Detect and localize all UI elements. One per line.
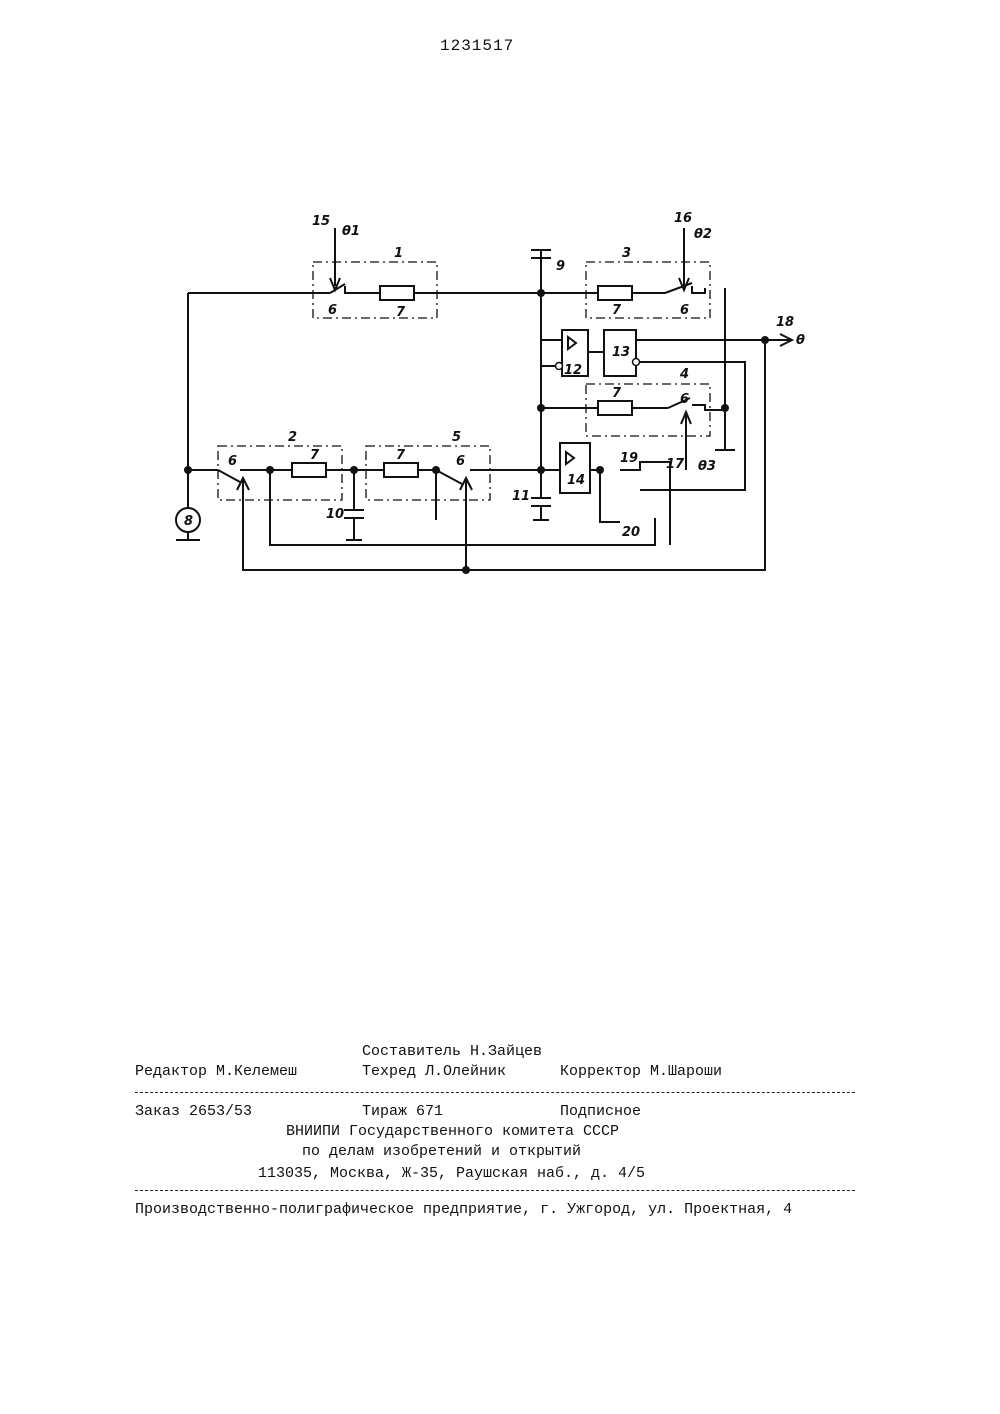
svg-text:18: 18: [776, 315, 794, 330]
svg-text:20: 20: [622, 525, 640, 540]
resistor-block-4: [598, 401, 632, 415]
svg-text:7: 7: [612, 386, 622, 401]
svg-text:7: 7: [396, 305, 406, 320]
svg-text:7: 7: [612, 303, 622, 318]
resistor-block-1: [380, 286, 414, 300]
label-block-5: 5: [452, 430, 461, 445]
circuit-diagram: 1 2 3 4 5 6 6 6 6 6 7 7 7 7 7 8 9 10 11 …: [0, 0, 1000, 700]
svg-text:θ3: θ3: [698, 459, 716, 474]
order: Заказ 2653/53: [135, 1103, 252, 1120]
svg-text:19: 19: [620, 451, 638, 466]
capacitor-11: [531, 498, 551, 520]
svg-text:15: 15: [312, 214, 330, 229]
label-block-2: 2: [288, 430, 297, 445]
svg-text:7: 7: [396, 448, 406, 463]
label-source-8: 8: [184, 514, 193, 529]
svg-text:θ2: θ2: [694, 227, 712, 242]
corrector: Корректор М.Шароши: [560, 1063, 722, 1080]
subscription: Подписное: [560, 1103, 641, 1120]
techred: Техред Л.Олейник: [362, 1063, 506, 1080]
svg-text:6: 6: [456, 454, 465, 469]
org-line-1: ВНИИПИ Государственного комитета СССР: [286, 1123, 619, 1140]
svg-text:10: 10: [326, 507, 344, 522]
svg-text:9: 9: [556, 259, 565, 274]
resistor-block-2: [292, 463, 326, 477]
svg-text:14: 14: [567, 473, 585, 488]
svg-text:6: 6: [228, 454, 237, 469]
svg-text:θ: θ: [796, 333, 805, 348]
svg-text:6: 6: [328, 303, 337, 318]
svg-text:7: 7: [310, 448, 320, 463]
svg-text:6: 6: [680, 303, 689, 318]
svg-text:13: 13: [612, 345, 630, 360]
address: 113035, Москва, Ж-35, Раушская наб., д. …: [258, 1165, 645, 1182]
org-line-2: по делам изобретений и открытий: [302, 1143, 581, 1160]
compiler: Составитель Н.Зайцев: [362, 1043, 542, 1060]
capacitor-10: [344, 510, 364, 540]
svg-text:6: 6: [680, 392, 689, 407]
circulation: Тираж 671: [362, 1103, 443, 1120]
resistor-block-5: [384, 463, 418, 477]
svg-text:θ1: θ1: [342, 224, 360, 239]
divider-2: [135, 1190, 855, 1191]
label-block-1: 1: [394, 246, 403, 261]
label-block-4: 4: [679, 367, 689, 382]
svg-text:11: 11: [512, 489, 530, 504]
label-block-3: 3: [622, 246, 631, 261]
divider-1: [135, 1092, 855, 1093]
svg-text:16: 16: [674, 211, 692, 226]
printer: Производственно-полиграфическое предприя…: [135, 1201, 792, 1218]
svg-text:17: 17: [666, 457, 685, 472]
resistor-block-3: [598, 286, 632, 300]
editor: Редактор М.Келемеш: [135, 1063, 297, 1080]
svg-text:12: 12: [564, 363, 582, 378]
